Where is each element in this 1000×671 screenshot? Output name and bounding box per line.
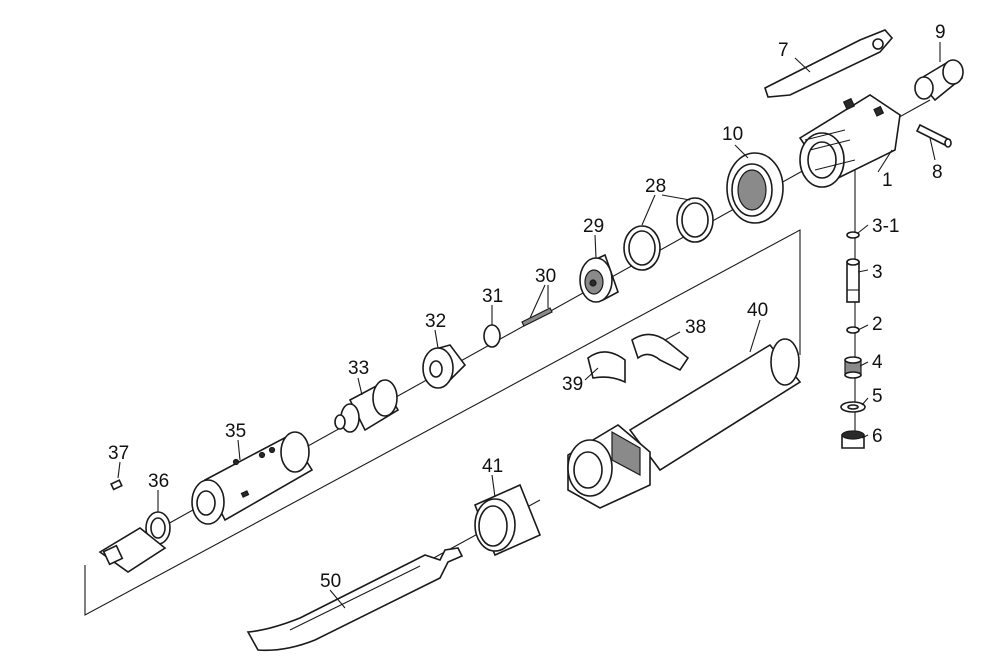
- part-37-key: [110, 479, 123, 491]
- part-38-clamp: [631, 333, 690, 372]
- callout-1: 1: [882, 170, 893, 191]
- chuck-retainer: [98, 527, 167, 573]
- callout-29: 29: [583, 216, 604, 237]
- callout-28: 28: [645, 176, 666, 197]
- part-2-o-ring: [846, 326, 860, 334]
- part-41-sleeve: [473, 483, 542, 557]
- part-10-lock-nut: [726, 152, 784, 224]
- part-40-barrel: [628, 338, 802, 472]
- leader-lines: [117, 42, 941, 609]
- callout-33: 33: [348, 358, 369, 379]
- part-3-1-washer: [846, 231, 860, 239]
- part-9-inlet-fitting: [914, 59, 964, 102]
- callout-3-1: 3-1: [872, 216, 899, 237]
- callout-39: 39: [562, 374, 583, 395]
- callout-31: 31: [482, 286, 503, 307]
- callout-labels: 1 2 3 3-1 4 5 6 7 8 9 10 28 29 30 31 32 …: [108, 22, 946, 592]
- callout-9: 9: [935, 22, 946, 43]
- part-4-valve-spring: [844, 356, 862, 379]
- part-33-piston: [334, 379, 400, 433]
- callout-35: 35: [225, 421, 246, 442]
- part-50-chisel: [246, 547, 464, 652]
- callout-30: 30: [535, 266, 556, 287]
- part-32-bushing: [422, 344, 467, 389]
- callout-7: 7: [778, 40, 789, 61]
- part-30-spring: [521, 307, 553, 327]
- retainer-head: [567, 424, 651, 509]
- part-39-clamp: [587, 351, 626, 384]
- part-35-cylinder: [191, 431, 314, 525]
- part-36-ring: [145, 511, 171, 545]
- part-3-valve-stem: [846, 258, 860, 303]
- part-28-rings: [623, 197, 714, 271]
- callout-6: 6: [872, 426, 883, 447]
- callout-38: 38: [685, 317, 706, 338]
- callout-5: 5: [872, 386, 883, 407]
- callout-8: 8: [932, 162, 943, 183]
- part-5-washer: [840, 401, 866, 413]
- callout-2: 2: [872, 314, 883, 335]
- callout-41: 41: [482, 456, 503, 477]
- callout-37: 37: [108, 443, 129, 464]
- part-6-valve-cap: [841, 430, 865, 449]
- part-29-valve-plate: [579, 253, 619, 303]
- part-31-o-ring: [483, 324, 501, 348]
- callout-50: 50: [320, 571, 341, 592]
- part-7-trigger-lever: [764, 29, 894, 98]
- callout-40: 40: [747, 300, 768, 321]
- callout-36: 36: [148, 471, 169, 492]
- callout-3: 3: [872, 262, 883, 283]
- part-1-housing: [798, 94, 901, 188]
- callout-10: 10: [722, 124, 743, 145]
- callout-4: 4: [872, 352, 883, 373]
- callout-32: 32: [425, 311, 446, 332]
- part-8-pin: [915, 123, 952, 148]
